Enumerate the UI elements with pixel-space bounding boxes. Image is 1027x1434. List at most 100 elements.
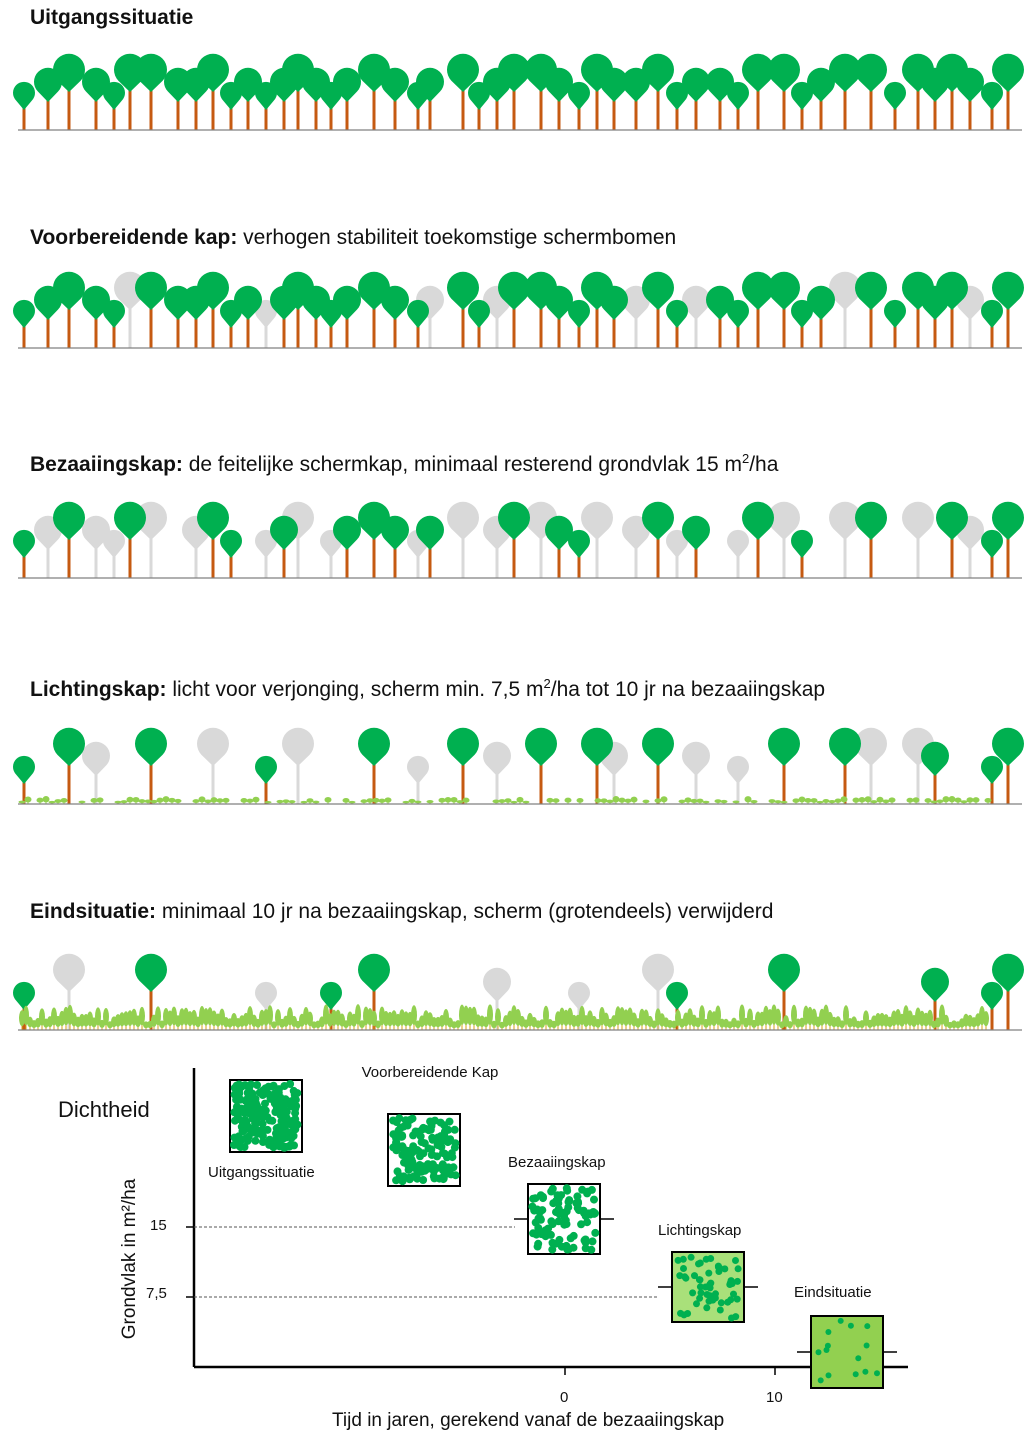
tree-crown (498, 271, 530, 310)
seedling (780, 800, 788, 804)
density-dot (706, 1281, 714, 1289)
density-dot (680, 1265, 687, 1272)
density-dot (696, 1283, 704, 1291)
density-dot (847, 1322, 854, 1329)
seedling (355, 1004, 361, 1025)
seedling (972, 797, 980, 803)
seedling (714, 799, 722, 804)
density-dot (679, 1255, 687, 1263)
density-dot (534, 1239, 543, 1248)
seedling (816, 800, 824, 804)
density-dot (574, 1198, 582, 1206)
tree-crown (666, 981, 689, 1010)
seedling (822, 799, 830, 804)
density-dot (703, 1304, 711, 1312)
density-dot (418, 1164, 427, 1173)
tree-crown (600, 285, 628, 320)
density-dot (864, 1323, 871, 1330)
tree-crown (381, 285, 410, 320)
box-label-bezaaiingskap: Bezaaiingskap (508, 1154, 606, 1171)
density-dot (420, 1139, 429, 1148)
seedling (168, 797, 176, 803)
seedling (306, 798, 314, 803)
seedling (924, 798, 932, 803)
seedling (843, 1005, 849, 1026)
density-dot (586, 1210, 595, 1219)
density-dot (691, 1272, 698, 1280)
seedling (744, 796, 752, 803)
density-dot (272, 1124, 281, 1133)
tree-crown (468, 81, 490, 110)
density-dot (244, 1132, 253, 1141)
density-dot (732, 1257, 739, 1264)
removed-tree-crown (82, 741, 111, 776)
density-dot (577, 1220, 586, 1229)
seedling (864, 796, 872, 803)
tree-crown (855, 271, 887, 310)
seedling (539, 1019, 545, 1028)
density-dot (730, 1290, 737, 1298)
density-dot (291, 1095, 300, 1104)
seedling (495, 1008, 501, 1026)
tree-crown (956, 67, 985, 102)
tree-crown (828, 53, 861, 92)
removed-tree-crown (682, 741, 710, 776)
seedling (564, 797, 572, 803)
density-dot (825, 1329, 832, 1335)
tree-crown (381, 515, 410, 550)
density-dot (253, 1101, 261, 1110)
removed-tree-crown (901, 501, 934, 540)
stage-title-4: Lichtingskap: licht voor verjonging, sch… (30, 676, 826, 701)
seedling (735, 1020, 741, 1029)
tree-crown (742, 271, 774, 310)
seedling (942, 796, 950, 803)
seedling (642, 799, 650, 804)
density-dot (259, 1138, 267, 1146)
tree-crown (407, 299, 429, 328)
density-box-3 (514, 1183, 614, 1255)
density-dot (590, 1195, 598, 1204)
density-dot (548, 1220, 557, 1229)
seedling (312, 800, 320, 804)
tree-crown (498, 501, 530, 540)
seedling (839, 1020, 845, 1029)
removed-tree-crown (82, 515, 111, 550)
removed-tree-crown (726, 529, 750, 558)
density-dot (450, 1125, 459, 1134)
density-dot (290, 1141, 298, 1150)
seedling (750, 799, 758, 804)
seedling (654, 798, 662, 803)
removed-tree-crown (102, 529, 126, 558)
tree-crown (641, 727, 674, 766)
removed-tree-crown (768, 501, 800, 540)
seedling (90, 798, 98, 803)
seedling (402, 800, 410, 804)
tree-crown (332, 515, 361, 550)
tree-crown (416, 515, 444, 550)
seedling (828, 800, 836, 804)
seedling (984, 798, 992, 803)
seedling (276, 799, 284, 804)
removed-tree-crown (666, 529, 689, 558)
density-dot (583, 1218, 592, 1227)
box-label-uitgangssituatie: Uitgangssituatie (208, 1164, 315, 1181)
density-dot (265, 1116, 274, 1125)
seedling (504, 798, 512, 803)
tree-crown (768, 53, 800, 92)
density-dot (721, 1265, 729, 1273)
seedling (948, 796, 956, 803)
tree-crown (234, 285, 262, 320)
tree-crown (135, 271, 167, 310)
density-dot (447, 1170, 456, 1179)
tree-crown (320, 981, 342, 1010)
seedling (438, 797, 446, 803)
density-dot (674, 1256, 682, 1264)
seedling (739, 1004, 745, 1025)
seedling (936, 799, 944, 804)
density-dot (587, 1245, 596, 1254)
density-dot (253, 1081, 262, 1089)
density-dot (251, 1128, 259, 1137)
seedling (78, 800, 86, 804)
tree-crown (726, 299, 750, 328)
forest-row-bezaaiingskap (13, 501, 1024, 579)
